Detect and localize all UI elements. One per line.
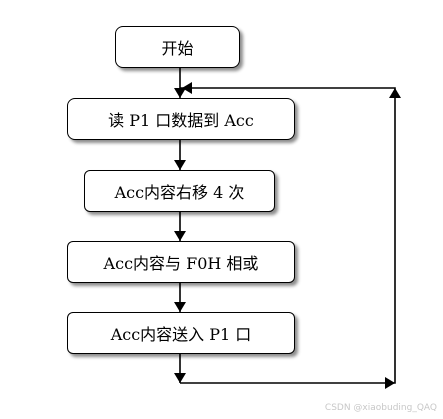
process-step-shift-right: Acc内容右移 4 次 [84,170,275,212]
arrowhead-down-5 [174,373,186,383]
arrowhead-left [182,82,192,94]
process-step-read-p1: 读 P1 口数据到 Acc [67,98,295,140]
arrowhead-down-1 [174,88,186,98]
process-step-write-p1: Acc内容送入 P1 口 [67,312,295,354]
start-terminal: 开始 [115,26,240,68]
process-step-or-f0h: Acc内容与 F0H 相或 [67,241,295,283]
step-label: Acc内容与 F0H 相或 [103,254,259,273]
step-label: 读 P1 口数据到 Acc [108,111,254,130]
start-label: 开始 [161,39,194,58]
arrowhead-down-4 [174,302,186,312]
arrowhead-right [385,377,395,389]
watermark: CSDN @xiaobuding_QAQ [324,403,437,413]
arrowhead-up [389,88,401,98]
step-label: Acc内容送入 P1 口 [110,325,252,344]
step-label: Acc内容右移 4 次 [114,183,245,202]
arrowhead-down-3 [174,231,186,241]
arrowhead-down-2 [174,160,186,170]
loop-back-line [180,87,396,384]
